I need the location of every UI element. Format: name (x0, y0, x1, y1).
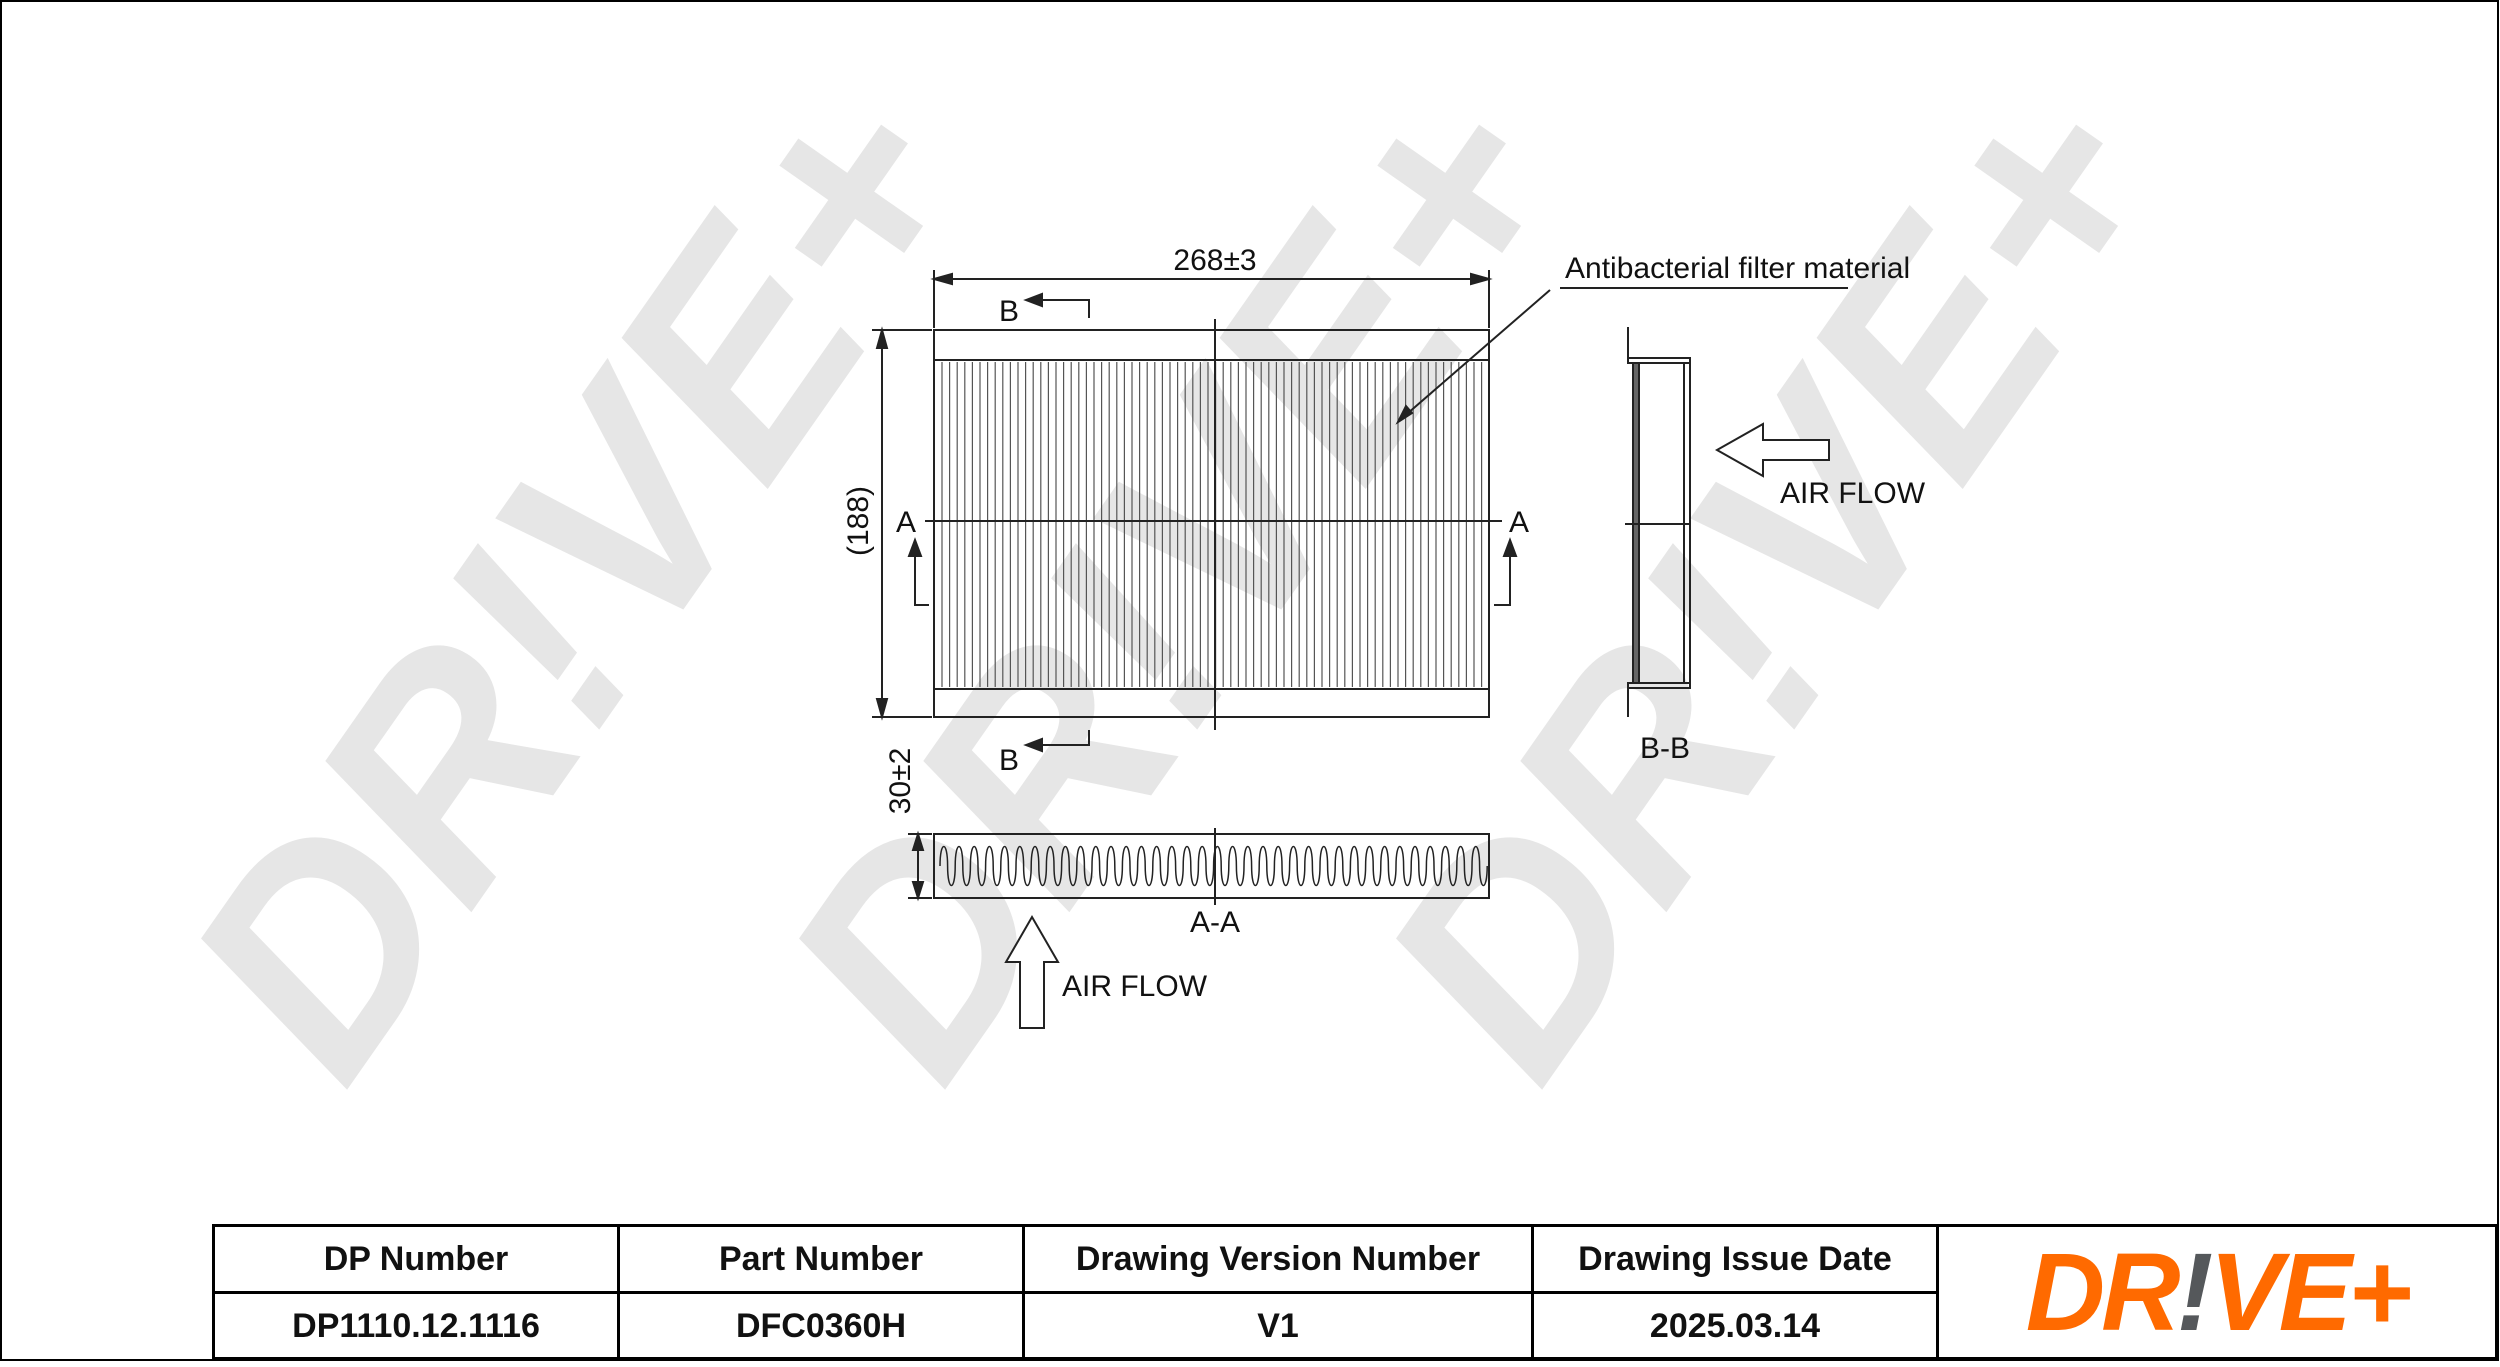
airflow-label-right: AIR FLOW (1780, 477, 1926, 510)
value-part-number: DFC0360H (735, 1306, 907, 1345)
logo-ve: VE+ (2209, 1230, 2412, 1354)
header-drawing-version: Drawing Version Number (1075, 1239, 1481, 1278)
section-arrows (907, 292, 1518, 753)
dimension-depth-label: 30±2 (884, 748, 917, 815)
annotation-antibacterial: Antibacterial filter material (1565, 252, 1910, 285)
airflow-arrow-up-icon (1004, 915, 1060, 1029)
header-issue-date: Drawing Issue Date (1578, 1239, 1892, 1278)
filter-top-view (925, 319, 1502, 730)
title-block: DP Number Part Number Drawing Version Nu… (212, 1224, 2498, 1360)
annotation-leader (1395, 287, 1848, 425)
section-marker-b-top: B (999, 295, 1019, 328)
section-marker-a-left: A (896, 506, 916, 539)
airflow-arrow-left-icon (1714, 422, 1830, 478)
value-dp-number: DP1110.12.1116 (292, 1306, 540, 1345)
section-bb-label: B-B (1640, 732, 1690, 765)
logo-exclamation: ! (2176, 1230, 2214, 1354)
airflow-label-bottom: AIR FLOW (1062, 970, 1208, 1003)
logo-dr: DR (2025, 1230, 2181, 1354)
dimension-height (872, 326, 932, 721)
watermark-group: DR!VE+ DR!VE+ DR!VE+ (121, 30, 2227, 1131)
value-drawing-version: V1 (1257, 1306, 1299, 1345)
section-marker-b-bottom: B (999, 744, 1019, 777)
dimension-width (930, 270, 1493, 328)
value-issue-date: 2025.03.14 (1649, 1306, 1821, 1345)
dimension-width-label: 268±3 (1173, 244, 1256, 277)
section-bb-view (1625, 327, 1691, 717)
section-aa-label: A-A (1190, 906, 1240, 939)
section-marker-a-right: A (1509, 506, 1529, 539)
section-aa-view (933, 828, 1490, 905)
header-part-number: Part Number (718, 1239, 924, 1278)
dimension-height-label: (188) (842, 486, 875, 556)
header-dp-number: DP Number (323, 1239, 509, 1278)
dimension-depth (908, 830, 932, 902)
drive-logo: DR!VE+ (1939, 1227, 2495, 1357)
